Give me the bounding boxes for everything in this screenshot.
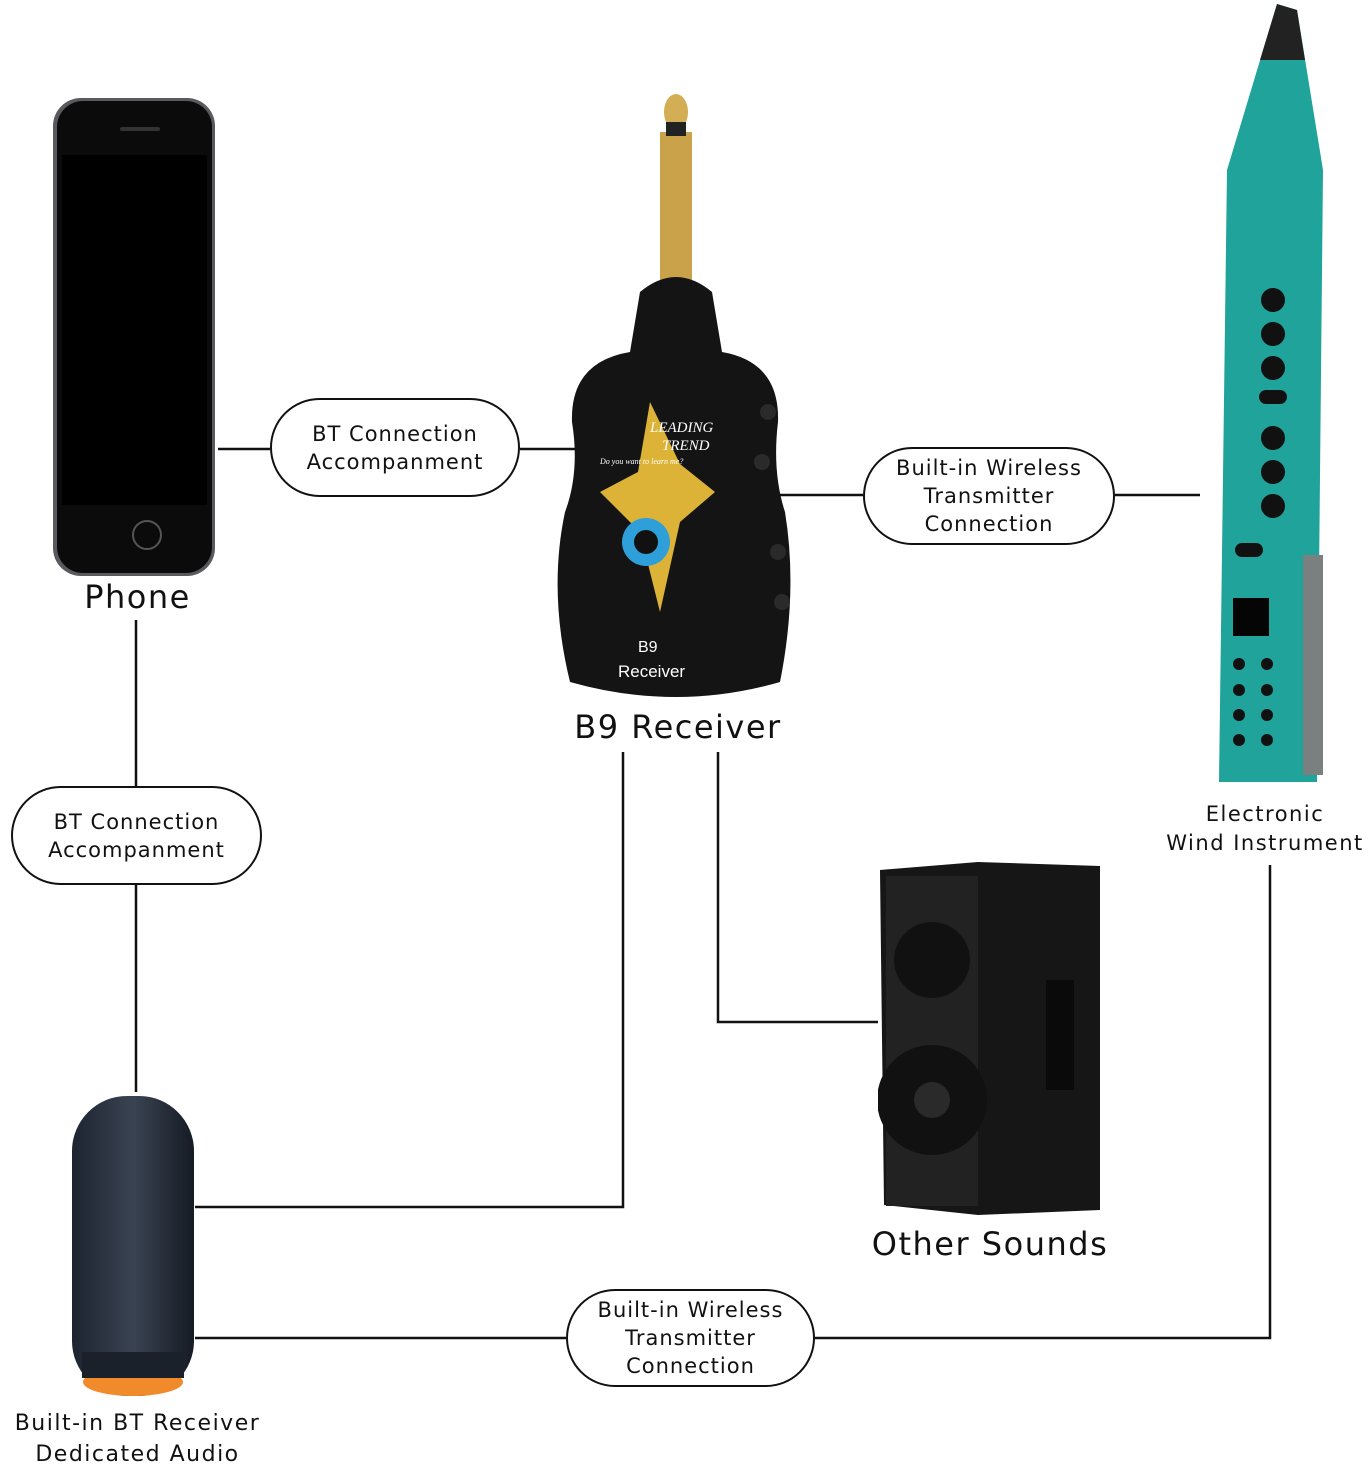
star-graphic	[600, 402, 715, 612]
logo-text: LEADING	[649, 420, 714, 436]
pill-text: BT Connection	[312, 421, 478, 446]
b9-receiver-image: LEADING TREND Do you want to learn me? B…	[557, 94, 791, 697]
pill-text: BT Connection	[53, 809, 220, 834]
pill-text: Accompanment	[306, 449, 484, 474]
pill-text: Connection	[626, 1354, 755, 1378]
wind-instrument-image	[1219, 4, 1323, 782]
bt-speaker-label-line: Dedicated Audio	[35, 1442, 240, 1467]
phone-label: Phone	[84, 578, 191, 616]
pill-text: Accompanment	[48, 837, 225, 862]
line-receiver-to-bt-speaker	[195, 752, 625, 1209]
pa-speaker-label: Other Sounds	[871, 1225, 1109, 1263]
instrument-label-line: Wind Instrument	[1166, 831, 1364, 855]
bt-speaker-label-line: Built-in BT Receiver	[14, 1411, 261, 1436]
receiver-label: B9 Receiver	[574, 708, 782, 746]
pill-text: Built-in Wireless	[597, 1298, 784, 1322]
pill-bt-connection-left: BT Connection Accompanment	[11, 786, 262, 885]
pill-wireless-transmitter-top: Built-in Wireless Transmitter Connection	[863, 447, 1115, 545]
phone-image	[53, 98, 215, 576]
body-name-text: Receiver	[618, 662, 685, 681]
body-model-text: B9	[638, 639, 658, 656]
bt-speaker-image	[72, 1096, 194, 1396]
pill-text: Transmitter	[923, 484, 1055, 508]
line-receiver-to-pa-speaker	[716, 752, 878, 1024]
instrument-label: Electronic Wind Instrument	[1160, 800, 1370, 858]
pill-text: Connection	[924, 512, 1054, 536]
pill-text: Built-in Wireless	[896, 456, 1082, 480]
bt-speaker-label: Built-in BT Receiver Dedicated Audio	[0, 1408, 275, 1468]
pa-speaker-image	[878, 862, 1100, 1215]
line-pill-to-instrument-bottom	[815, 865, 1272, 1340]
pill-wireless-transmitter-bottom: Built-in Wireless Transmitter Connection	[566, 1289, 815, 1387]
instrument-label-line: Electronic	[1205, 802, 1325, 826]
logo-tagline: Do you want to learn me?	[599, 457, 683, 466]
logo-text: TREND	[662, 438, 710, 454]
pill-text: Transmitter	[625, 1326, 756, 1350]
pill-bt-connection-top: BT Connection Accompanment	[270, 398, 520, 497]
